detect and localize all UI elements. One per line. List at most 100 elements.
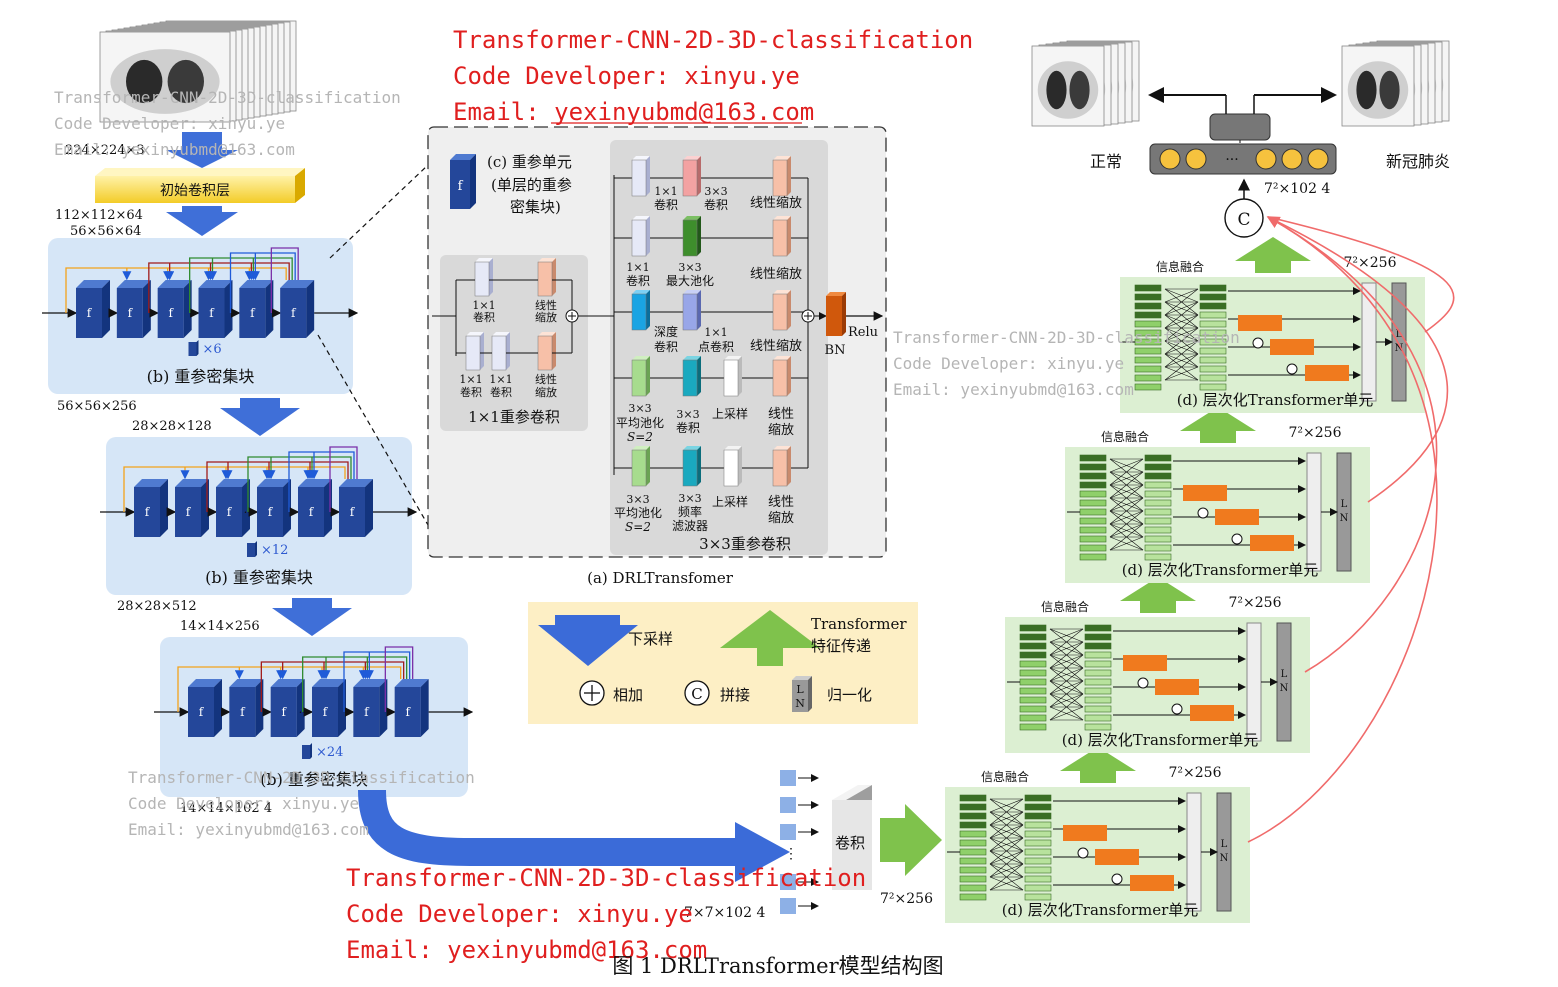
concat-out-dim: 7²×102 4: [1264, 181, 1330, 197]
label: 3×3: [678, 492, 701, 505]
legend: 下采样 Transformer 特征传递 相加 C 拼接 L N 归一化: [528, 602, 918, 724]
fusion-token: [1024, 884, 1052, 892]
cube-front: [116, 288, 143, 338]
fusion-token: [1084, 678, 1112, 686]
scale-box-top: [773, 356, 791, 360]
op-box-top: [724, 446, 742, 450]
conv1x1-box-2-side: [480, 332, 484, 370]
block1-out-dim: 56×56×256: [57, 399, 137, 414]
skip-connections: [1247, 216, 1455, 843]
fusion-link: [1049, 667, 1084, 695]
cube-top: [339, 479, 373, 487]
cube-label: f: [281, 705, 287, 719]
token-conv: ⋮ 卷积 7×7×102 4 7²×256: [684, 770, 942, 921]
fusion-link: [1164, 301, 1199, 329]
ln-n: N: [1395, 343, 1404, 354]
cube-top: [188, 679, 222, 687]
transformer-unit-label: (d) 层次化Transformer单元: [1122, 561, 1319, 579]
label: 3×3: [626, 493, 649, 506]
ln-n: N: [1340, 513, 1349, 524]
legend-concat: 拼接: [720, 686, 750, 704]
fusion-label: 信息融合: [981, 769, 1029, 784]
attn-block: [1305, 365, 1349, 381]
fusion-link: [1109, 471, 1144, 486]
cube-side: [142, 280, 151, 338]
op-box-side: [697, 216, 701, 256]
fusion-token: [1079, 544, 1107, 552]
fusion-link: [989, 798, 1024, 826]
cube-front: [353, 687, 380, 737]
cube-side: [160, 479, 168, 537]
cube-front: [188, 687, 214, 737]
fusion-token: [1079, 553, 1107, 561]
block-label: (b) 重参密集块: [205, 568, 313, 587]
add-node: [1231, 533, 1243, 545]
dense-connection: [247, 456, 352, 512]
ln-l: L: [1396, 329, 1403, 340]
cube-front: [270, 687, 297, 737]
scale-box-side: [787, 216, 791, 256]
attn-block: [1130, 875, 1174, 891]
wm-title-bottom: Transformer-CNN-2D-3D-classification: [346, 864, 866, 892]
conv-out-dim: 7²×256: [880, 891, 933, 907]
cube-label: f: [128, 306, 134, 320]
conv1x1-label: 1×1重参卷积: [468, 408, 560, 426]
label: 缩放: [768, 510, 794, 526]
cube-top: [229, 679, 264, 687]
scale-box-top: [773, 156, 791, 160]
ln-block: [1336, 452, 1352, 572]
init-conv-label: 初始卷积层: [160, 182, 230, 199]
dense-connection: [343, 651, 411, 712]
fusion-token: [1024, 821, 1052, 829]
cube-front: [229, 687, 256, 737]
cube-label: f: [209, 306, 215, 320]
cube-front: [76, 288, 102, 338]
fusion-link: [1164, 327, 1199, 355]
cube-label: f: [405, 705, 411, 719]
legend-norm-icon: L N: [792, 676, 812, 712]
fusion-token: [1144, 517, 1172, 525]
repeat-icon-side: [196, 340, 199, 356]
svg-text:Code Developer: xinyu.ye: Code Developer: xinyu.ye: [54, 114, 285, 133]
fusion-token: [1134, 320, 1162, 328]
unit-title-3: 密集块): [510, 198, 561, 216]
fusion-token: [1079, 508, 1107, 516]
label: 线性: [535, 372, 557, 386]
fusion-link: [1109, 510, 1144, 538]
token: [780, 770, 796, 786]
fusion-link: [1109, 510, 1144, 525]
add-node: [1197, 507, 1209, 519]
fusion-link: [989, 876, 1024, 891]
scale-box-top: [538, 258, 556, 262]
fusion-token: [1199, 293, 1227, 301]
fusion-link: [989, 863, 1024, 891]
dim-112: 112×112×64: [55, 208, 143, 223]
fusion-link: [1109, 484, 1144, 499]
repeat-count: ×12: [261, 543, 288, 558]
unit-dim: 7²×256: [1169, 765, 1222, 781]
op-box-side: [697, 290, 701, 330]
fusion-link: [989, 811, 1024, 839]
label: 1×1: [472, 299, 495, 312]
wm-dev-top: Code Developer: xinyu.ye: [453, 62, 800, 90]
op-box-side: [646, 290, 650, 330]
fusion-link: [1164, 314, 1199, 342]
fusion-token: [1199, 383, 1227, 391]
label: 缩放: [535, 385, 557, 399]
fusion-link: [1049, 641, 1084, 669]
fusion-token: [1079, 472, 1107, 480]
op-box-top: [683, 446, 701, 450]
fusion-token: [1024, 893, 1052, 901]
unit-dim: 7²×256: [1229, 595, 1282, 611]
output-classes: [1209, 113, 1271, 141]
fusion-token: [1084, 642, 1112, 650]
concat-block: [1246, 622, 1262, 742]
op-box-side: [646, 356, 650, 396]
svg-text:f: f: [458, 179, 464, 194]
cube-side: [338, 679, 346, 737]
scale-box: [772, 449, 788, 487]
op-box: [682, 359, 698, 397]
fusion-token: [959, 893, 987, 901]
token: [780, 824, 796, 840]
